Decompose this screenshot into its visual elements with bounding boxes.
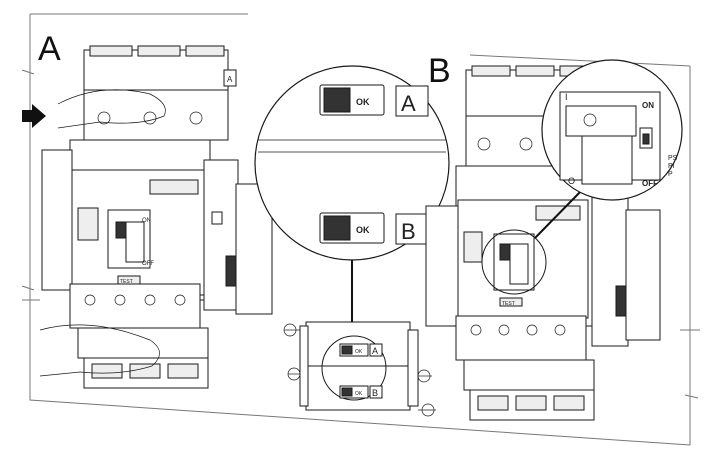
svg-text:OK: OK xyxy=(355,391,363,397)
svg-text:OK: OK xyxy=(355,349,363,355)
position-a-label: A xyxy=(38,30,61,68)
switch-a-ok-label: OK xyxy=(356,97,370,107)
switch-b-letter: B xyxy=(401,219,416,244)
side-text-3: P xyxy=(668,171,673,178)
position-b-label: B xyxy=(428,52,451,90)
test-button-label-a: TEST xyxy=(120,279,133,285)
zoom-detail-main-switch: I O ON OFF PS PI P xyxy=(541,59,683,201)
switch-b-ok-label: OK xyxy=(356,225,370,235)
insert-arrow-icon xyxy=(22,104,46,128)
breaker-b: TEST xyxy=(425,65,661,421)
main-switch-off-label: OFF xyxy=(642,179,658,188)
main-switch-on-mark: I xyxy=(565,92,568,102)
switch-a-letter: A xyxy=(401,91,416,116)
side-text-2: PI xyxy=(668,163,675,170)
svg-text:A: A xyxy=(227,75,233,84)
test-button-label-b: TEST xyxy=(502,301,515,307)
breaker-a: A ON OFF TEST xyxy=(39,45,273,389)
svg-text:OFF: OFF xyxy=(142,261,154,267)
svg-text:ON: ON xyxy=(142,218,151,224)
svg-text:A: A xyxy=(372,346,378,356)
zoom-detail-switches: OK A OK B xyxy=(254,65,450,261)
svg-text:B: B xyxy=(372,388,378,398)
mounting-panel xyxy=(21,13,700,446)
main-switch-on-label: ON xyxy=(642,101,654,110)
main-switch-off-mark: O xyxy=(568,176,575,186)
interlock-unit: OK A OK B xyxy=(283,321,436,417)
side-text-1: PS xyxy=(668,155,678,162)
